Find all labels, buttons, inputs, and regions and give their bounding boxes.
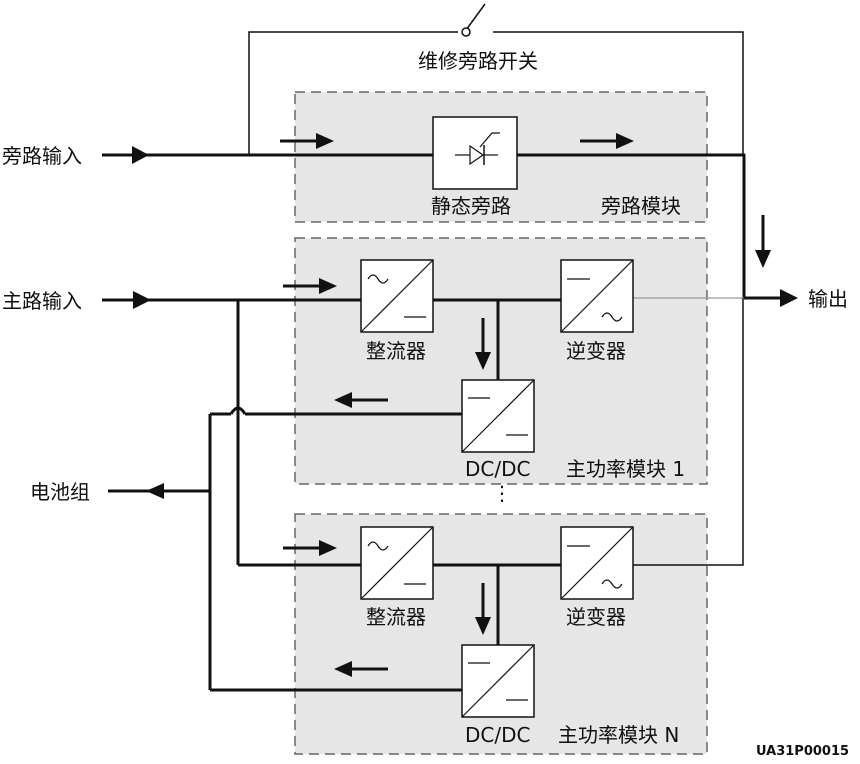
mn-rectifier-ac-icon bbox=[367, 541, 389, 551]
m1-discharge-arrow-head bbox=[334, 392, 352, 408]
mn-rectifier-diagonal bbox=[360, 526, 434, 600]
power-module-1-label: 主功率模块 1 bbox=[566, 457, 685, 481]
main-input-arrowhead bbox=[133, 291, 151, 309]
m1-rectifier-ac-icon bbox=[367, 274, 389, 284]
mn-dcdc-label: DC/DC bbox=[465, 723, 530, 747]
figure-code: UA31P00015 bbox=[756, 744, 849, 759]
m1-inverter-label: 逆变器 bbox=[566, 339, 626, 363]
power-module-n-panel bbox=[294, 513, 708, 755]
mn-inverter-diagonal bbox=[560, 526, 634, 600]
mn-charge-arrow-head bbox=[475, 617, 491, 635]
mn-inverter-label: 逆变器 bbox=[566, 605, 626, 629]
static-bypass-label: 静态旁路 bbox=[431, 194, 511, 218]
mn-rectifier-label: 整流器 bbox=[366, 605, 426, 629]
output-down-arrow-head bbox=[755, 250, 771, 268]
maintenance-bypass-line bbox=[248, 31, 458, 155]
bypass-input-arrowhead bbox=[132, 146, 149, 164]
battery-arrow-head bbox=[146, 483, 164, 499]
modules-ellipsis: ⋮ bbox=[492, 481, 512, 505]
power-module-n-label: 主功率模块 N bbox=[558, 723, 679, 747]
maintenance-bypass-return-line bbox=[493, 31, 744, 155]
mn-input-arrow-head bbox=[319, 540, 337, 556]
m1-input-arrow-head bbox=[319, 278, 337, 294]
mn-dcdc-diagonal bbox=[461, 644, 535, 718]
bypass-module-label: 旁路模块 bbox=[601, 194, 681, 218]
bypass-flow-arrow-left-head bbox=[316, 133, 334, 149]
m1-charge-arrow-head bbox=[475, 352, 491, 370]
m1-rectifier-label: 整流器 bbox=[366, 339, 426, 363]
m1-dcdc-diagonal bbox=[461, 379, 535, 453]
bypass-switch-label: 维修旁路开关 bbox=[418, 49, 538, 73]
m1-dcdc-label: DC/DC bbox=[465, 457, 530, 481]
battery-line-crossover bbox=[229, 406, 247, 415]
battery-label: 电池组 bbox=[30, 480, 90, 504]
m1-rectifier-diagonal bbox=[360, 259, 434, 333]
thyristor-icon bbox=[469, 144, 485, 166]
maintenance-bypass-switch-blade bbox=[465, 3, 486, 31]
mn-discharge-arrow-head bbox=[334, 661, 352, 677]
m1-inverter-diagonal bbox=[560, 259, 634, 333]
inverter-n-to-output-line bbox=[632, 298, 744, 566]
mn-inverter-ac-icon bbox=[601, 579, 623, 589]
output-arrowhead bbox=[780, 289, 798, 307]
m1-inverter-ac-icon bbox=[601, 312, 623, 322]
bypass-input-label: 旁路输入 bbox=[2, 144, 82, 168]
main-input-label: 主路输入 bbox=[2, 289, 82, 313]
thyristor-gate bbox=[479, 132, 500, 148]
output-label: 输出 bbox=[808, 287, 848, 311]
maintenance-bypass-switch-contact bbox=[461, 27, 471, 37]
bypass-flow-arrow-right-head bbox=[616, 133, 634, 149]
